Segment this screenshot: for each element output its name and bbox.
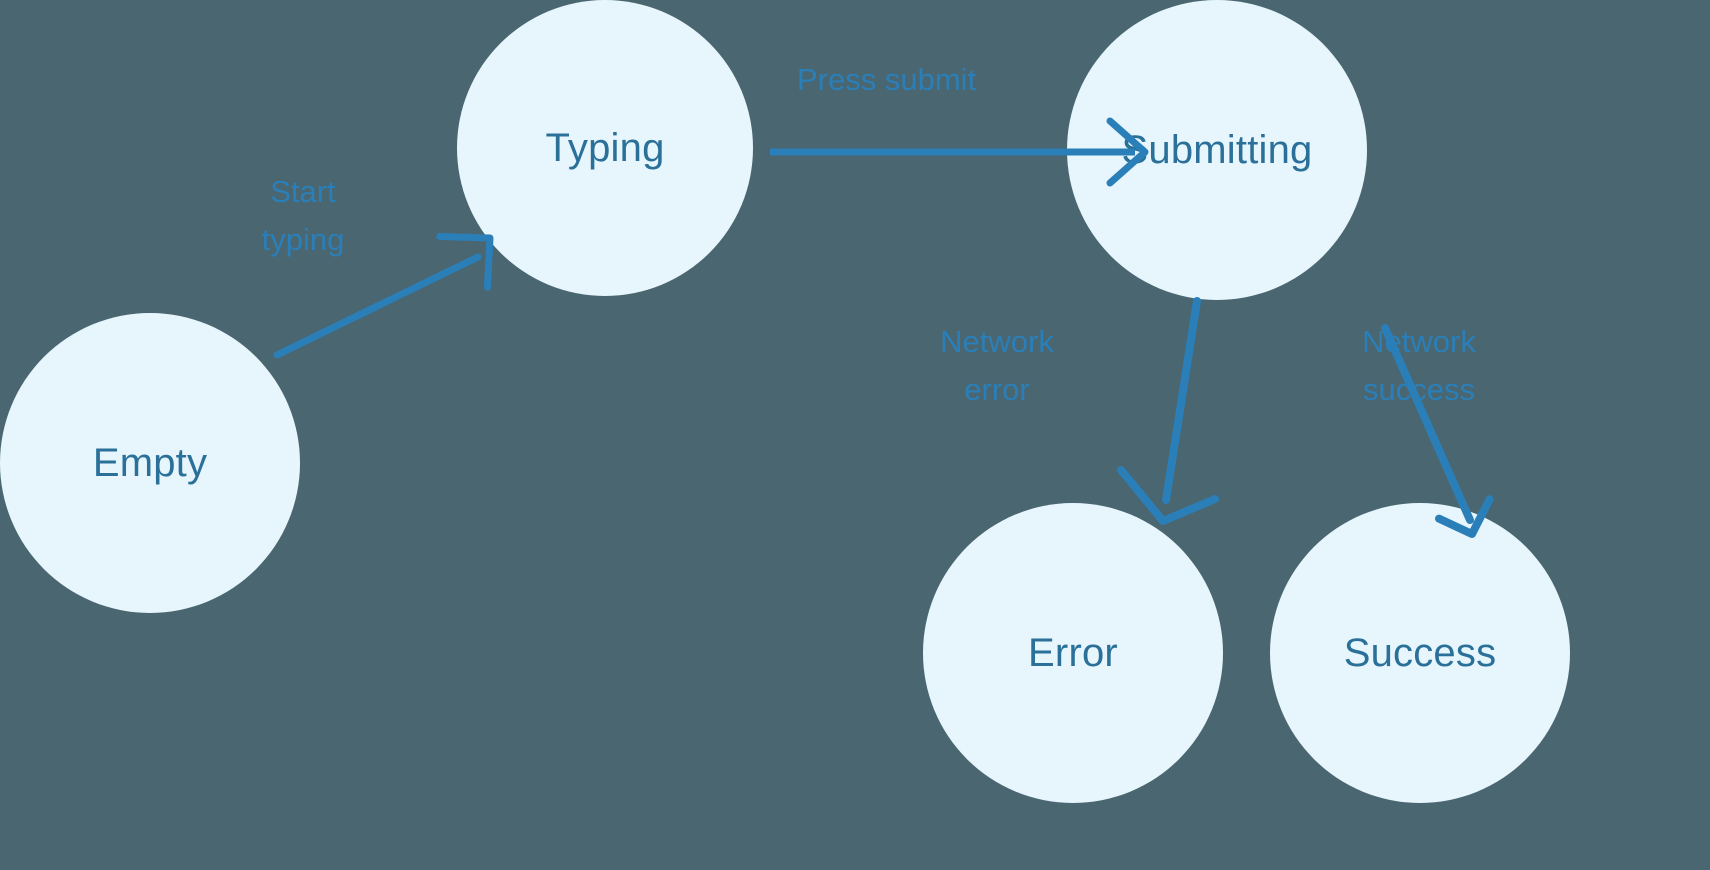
edge-submitting-to-error: [1117, 297, 1219, 525]
state-node-success-label: Success: [1343, 631, 1497, 675]
state-node-success[interactable]: Success: [1270, 503, 1570, 803]
state-node-empty-label: Empty: [92, 441, 208, 485]
state-node-empty[interactable]: Empty: [0, 313, 300, 613]
edge-submitting-to-success-line: [1381, 324, 1474, 524]
edge-submitting-to-error-line: [1162, 297, 1201, 504]
edge-typing-to-submitting-arrowhead: [1106, 117, 1149, 187]
edge-empty-to-typing-arrowhead: [436, 233, 494, 291]
state-node-error-label: Error: [1028, 631, 1118, 675]
state-node-typing-label: Typing: [545, 126, 665, 170]
edge-submitting-to-success: [1381, 324, 1494, 538]
edge-empty-to-typing-line: [273, 253, 482, 359]
state-node-error[interactable]: Error: [923, 503, 1223, 803]
edge-empty-to-typing: [273, 233, 494, 359]
state-node-typing[interactable]: Typing: [457, 0, 753, 296]
state-node-submitting-label: Submitting: [1121, 128, 1313, 172]
edge-typing-to-submitting: [770, 117, 1149, 187]
edge-submitting-to-error-arrowhead: [1117, 466, 1219, 525]
edge-submitting-to-success-arrowhead: [1434, 495, 1494, 538]
